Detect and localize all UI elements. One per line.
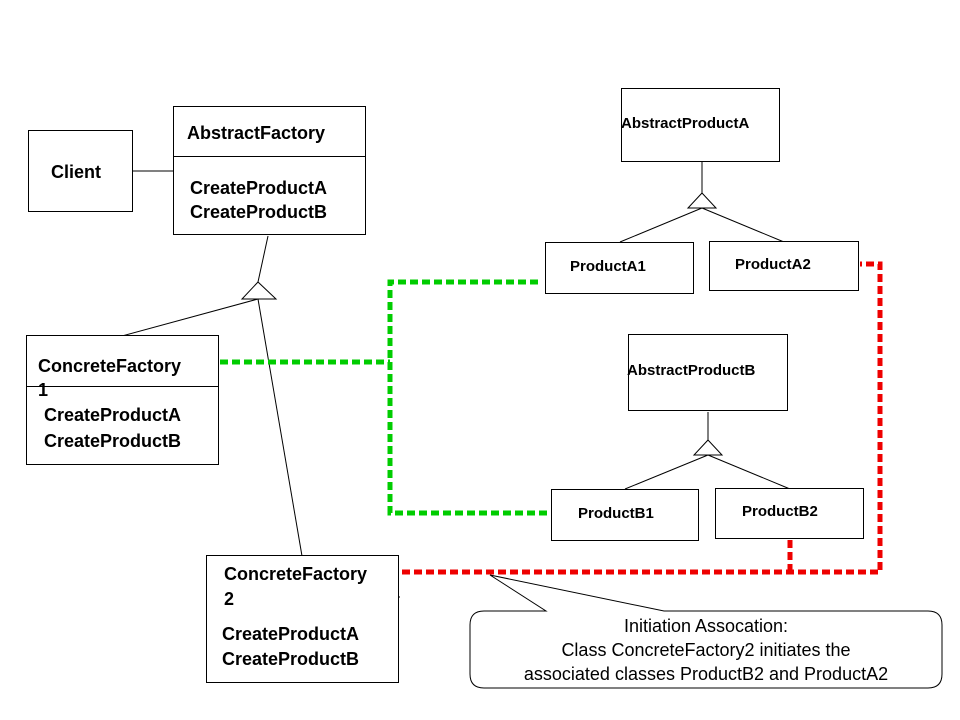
- product-a2-inheritance-line: [701, 207, 785, 243]
- product-a1-class: ProductA1: [545, 242, 694, 294]
- factory-inheritance-stem: [257, 235, 269, 283]
- abstract-product-a-class: AbstractProductA: [621, 88, 780, 162]
- factory1-product-a1-link: [387, 279, 550, 516]
- product-a1-label: ProductA1: [570, 258, 646, 275]
- concrete-factory-1-divider: [27, 386, 218, 387]
- abstract-product-a-label: AbstractProductA: [621, 115, 750, 132]
- client-class: Client: [28, 130, 133, 212]
- factory2-inheritance-line: [257, 298, 303, 557]
- concrete-factory-1-op: CreateProductA: [44, 405, 182, 425]
- product-b2-class: ProductB2: [715, 488, 864, 539]
- callout-line-3: associated classes ProductB2 and Product…: [523, 664, 889, 684]
- product-b2-inheritance-line: [707, 454, 791, 490]
- concrete-factory-1-class: ConcreteFactory 1 CreateProductA CreateP…: [26, 335, 219, 465]
- factory2-product-a2-link: [402, 261, 883, 575]
- callout-line-1: Initiation Assocation:: [623, 616, 789, 636]
- abstract-product-b-label: AbstractProductB: [627, 362, 756, 379]
- product-a-inheritance-triangle: [686, 192, 718, 209]
- product-b2-label: ProductB2: [742, 503, 818, 520]
- abstract-factory-title: AbstractFactory: [187, 123, 326, 143]
- concrete-factory-2-op: CreateProductA: [222, 624, 360, 644]
- callout-line-2: Class ConcreteFactory2 initiates the: [561, 640, 851, 660]
- client-label: Client: [51, 162, 102, 182]
- product-a2-class: ProductA2: [709, 241, 859, 291]
- abstract-factory-op: CreateProductA: [190, 178, 328, 198]
- concrete-factory-2-title-suffix: 2: [224, 589, 235, 609]
- product-b1-label: ProductB1: [578, 505, 654, 522]
- product-b-inheritance-triangle: [692, 439, 724, 456]
- abstract-factory-class: AbstractFactory CreateProductA CreatePro…: [173, 106, 366, 235]
- product-a2-label: ProductA2: [735, 256, 811, 273]
- concrete-factory-1-title-suffix: 1: [38, 380, 49, 400]
- callout-bubble: [469, 574, 943, 689]
- concrete-factory-2-op: CreateProductB: [222, 649, 360, 669]
- concrete-factory-2-title: ConcreteFactory: [224, 564, 368, 584]
- concrete-factory-1-title: ConcreteFactory: [38, 356, 182, 376]
- concrete-factory-1-op: CreateProductB: [44, 431, 182, 451]
- product-b1-inheritance-line: [624, 454, 709, 490]
- product-b1-class: ProductB1: [551, 489, 699, 541]
- abstract-factory-op: CreateProductB: [190, 202, 328, 222]
- callout-text: Initiation Assocation: Class ConcreteFac…: [472, 614, 940, 686]
- factory1-inheritance-line: [121, 298, 259, 337]
- concrete-factory-2-class: ConcreteFactory 2 CreateProductA CreateP…: [206, 555, 399, 683]
- product-a1-inheritance-line: [619, 207, 703, 243]
- factory-inheritance-triangle: [240, 281, 278, 300]
- abstract-factory-divider: [174, 156, 365, 157]
- abstract-product-b-class: AbstractProductB: [627, 334, 788, 411]
